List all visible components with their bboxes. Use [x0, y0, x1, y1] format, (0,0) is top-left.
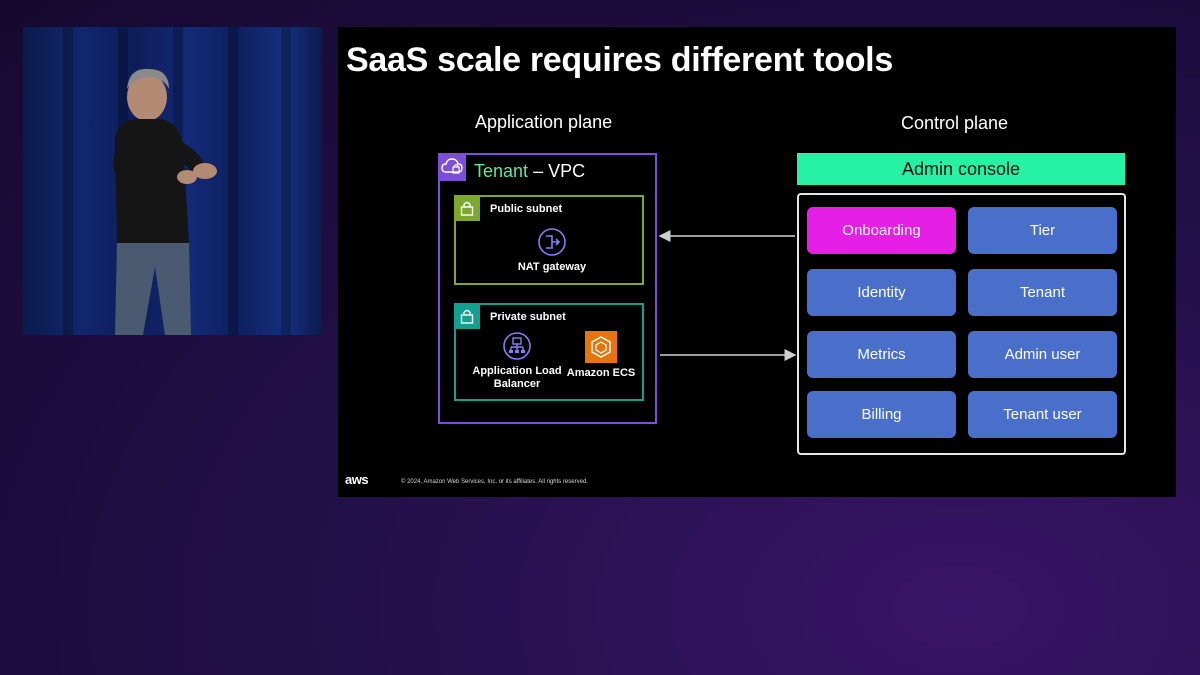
tier-service: Tier [968, 207, 1117, 254]
speaker-figure [113, 68, 217, 335]
application-plane-heading: Application plane [475, 112, 613, 132]
amazon-ecs: Amazon ECS [566, 331, 636, 380]
admin-console: Admin console [797, 153, 1125, 185]
onboarding-service: Onboarding [807, 207, 956, 254]
nat-gateway-label: NAT gateway [517, 261, 587, 273]
plane-arrows [658, 230, 797, 361]
admin-user-service: Admin user [968, 331, 1117, 378]
identity-service: Identity [807, 269, 956, 316]
billing-service: Billing [807, 391, 956, 438]
application-load-balancer: Application Load Balancer [464, 331, 570, 391]
nat-gateway: NAT gateway [502, 227, 602, 274]
vpc-label: Tenant – VPC [474, 161, 585, 182]
load-balancer-icon [503, 332, 531, 360]
metrics-service: Metrics [807, 331, 956, 378]
control-plane-services: Onboarding Tier Identity Tenant Metrics … [797, 193, 1126, 455]
nat-gateway-icon [538, 228, 566, 256]
private-subnet-label: Private subnet [490, 311, 566, 323]
cloud-lock-icon [438, 153, 466, 181]
tenant-user-service: Tenant user [968, 391, 1117, 438]
vpc-tenant-label: Tenant [474, 161, 529, 181]
private-subnet: Private subnet Application Load Balancer [454, 303, 644, 401]
presentation-slide: SaaS scale requires different tools Appl… [338, 27, 1176, 497]
ecs-label: Amazon ECS [566, 367, 636, 379]
public-subnet-label: Public subnet [490, 203, 563, 215]
vpc-suffix-label: – VPC [533, 161, 586, 181]
slide-title: SaaS scale requires different tools [346, 41, 893, 79]
speaker-video [23, 27, 322, 335]
copyright-text: © 2024, Amazon Web Services, Inc. or its… [401, 479, 588, 485]
public-subnet: Public subnet NAT gateway [454, 195, 644, 285]
load-balancer-label: Application Load Balancer [472, 365, 562, 390]
ecs-icon [585, 331, 617, 363]
lock-icon [454, 195, 480, 221]
aws-logo: aws [345, 472, 369, 487]
tenant-service: Tenant [968, 269, 1117, 316]
tenant-vpc: Tenant – VPC Public subnet NAT gateway [438, 153, 657, 424]
control-plane-heading: Control plane [901, 113, 1009, 133]
lock-icon [454, 303, 480, 329]
